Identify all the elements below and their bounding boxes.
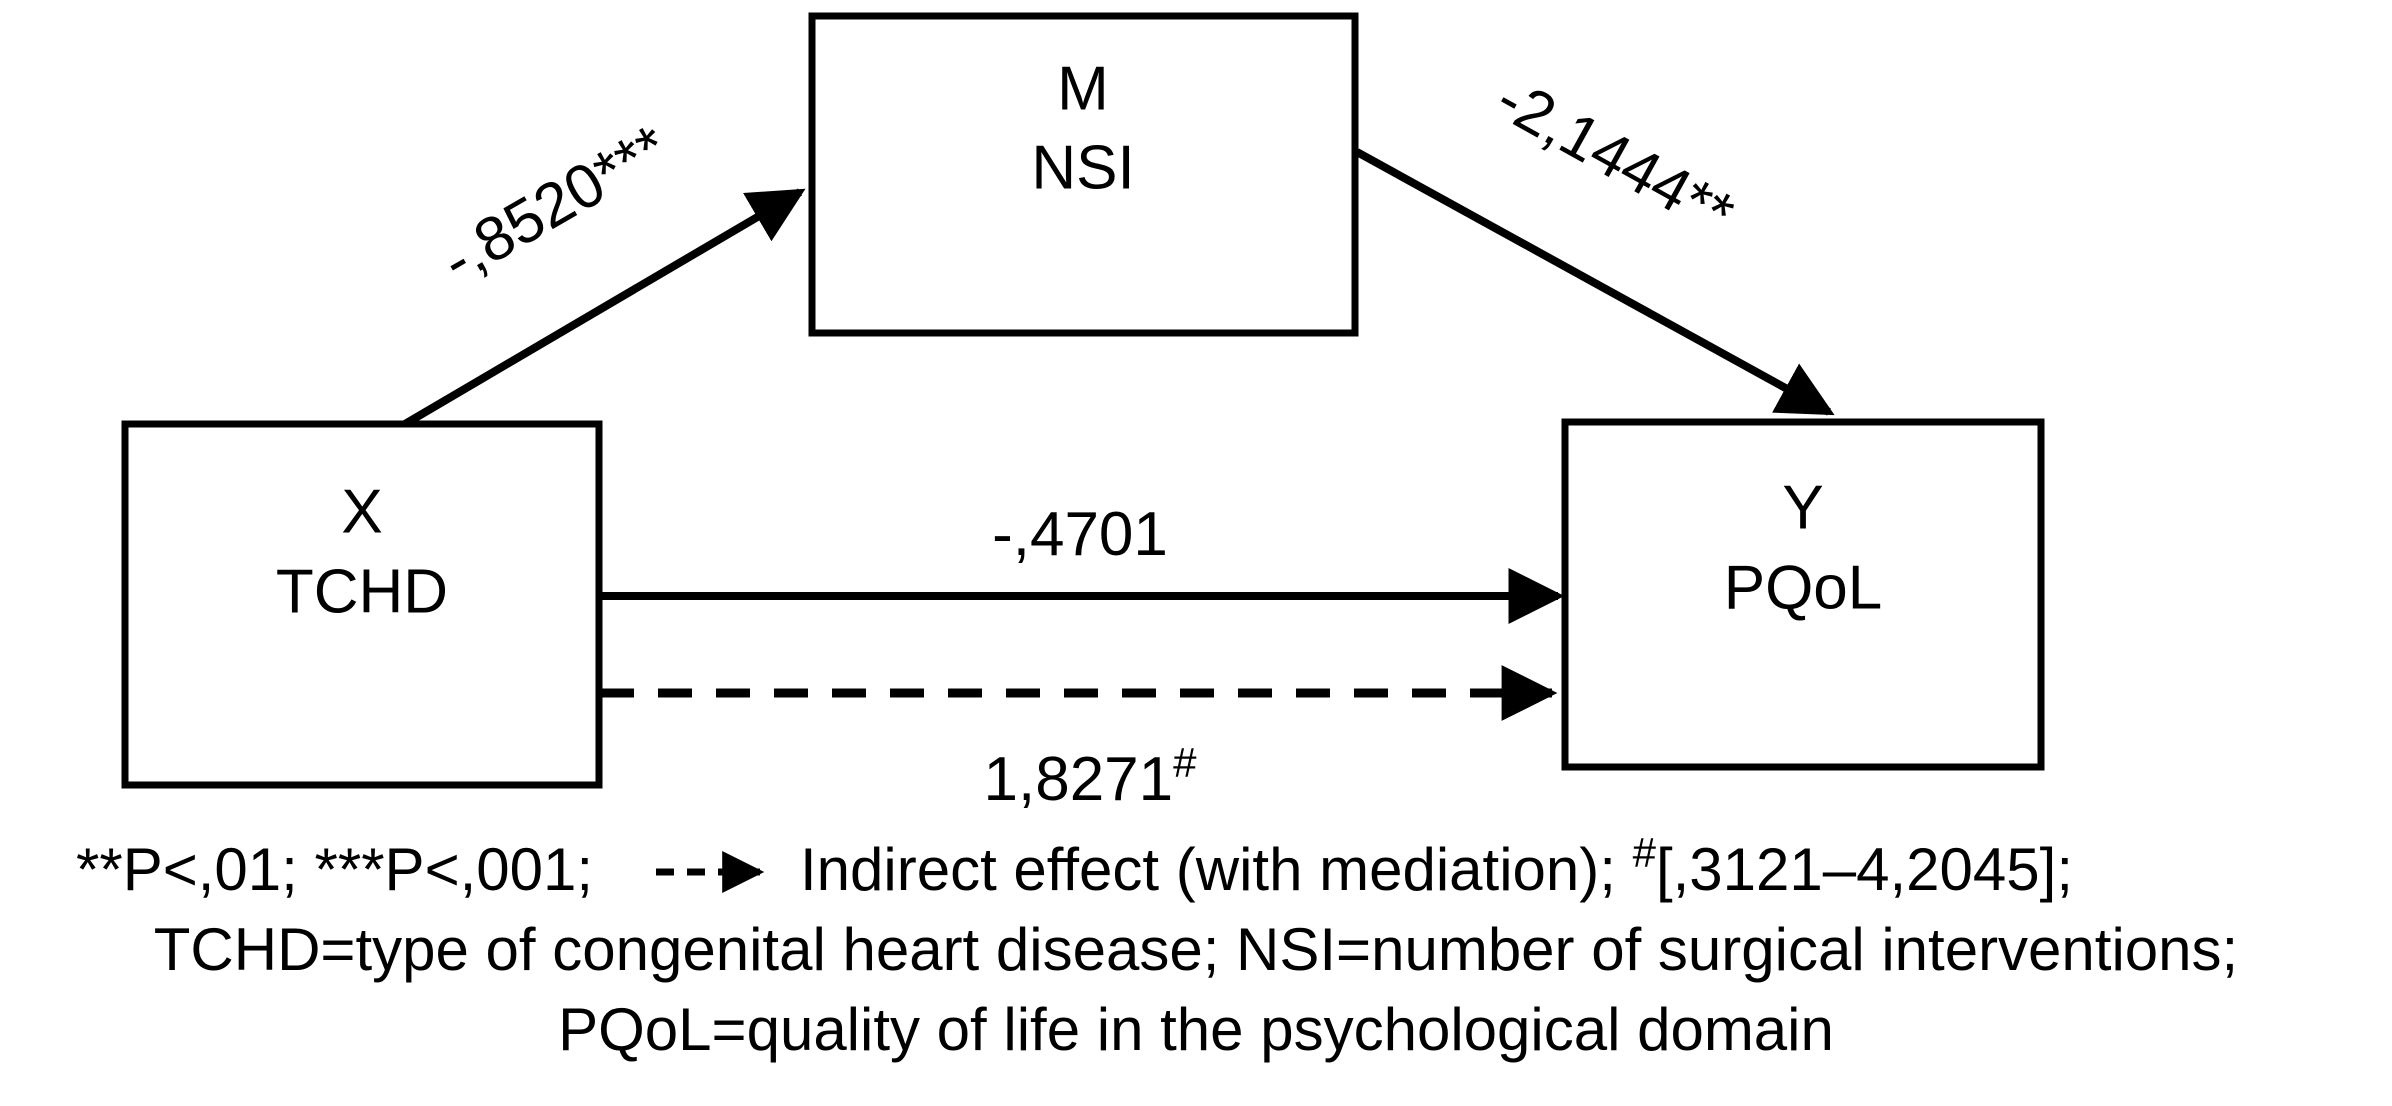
caption-line1-hash-marker: # xyxy=(1633,829,1657,876)
node-x-predictor[interactable]: X TCHD xyxy=(121,420,603,789)
path-indirect-coefficient: 1,8271 xyxy=(984,745,1174,814)
node-y-name-label: PQoL xyxy=(1724,553,1883,622)
node-x-role-label: X xyxy=(341,477,382,546)
node-y-outcome[interactable]: Y PQoL xyxy=(1561,418,2045,771)
node-m-name-label: NSI xyxy=(1031,133,1134,202)
path-direct-label: -,4701 xyxy=(992,500,1168,569)
path-a-arrow[interactable] xyxy=(402,188,806,428)
caption-line1-ci: [,3121–4,2045]; xyxy=(1656,836,2073,903)
node-m-mediator[interactable]: M NSI xyxy=(808,12,1359,337)
path-a-label: -,8520*** xyxy=(430,112,679,296)
node-m-box xyxy=(808,12,1359,337)
node-y-box xyxy=(1561,418,2045,771)
node-x-name-label: TCHD xyxy=(276,557,448,626)
caption-line-3: PQoL=quality of life in the psychologica… xyxy=(558,996,1834,1063)
caption-line1-indirect-text: Indirect effect (with mediation); xyxy=(800,836,1633,903)
caption-line1-rest: Indirect effect (with mediation); #[,312… xyxy=(800,829,2073,904)
caption-line-2: TCHD=type of congenital heart disease; N… xyxy=(154,916,2238,983)
path-b-label: -2,1444** xyxy=(1485,64,1745,250)
node-x-box xyxy=(121,420,603,789)
node-y-role-label: Y xyxy=(1782,473,1823,542)
caption-line1-significance-key: **P<,01; ***P<,001; xyxy=(76,836,593,903)
caption-line-1: **P<,01; ***P<,001; Indirect effect (wit… xyxy=(76,829,2073,904)
path-b-arrow[interactable] xyxy=(1355,148,1835,416)
path-indirect-label: 1,8271# xyxy=(984,739,1198,815)
node-m-role-label: M xyxy=(1057,54,1109,123)
path-indirect-significance: # xyxy=(1173,739,1197,786)
